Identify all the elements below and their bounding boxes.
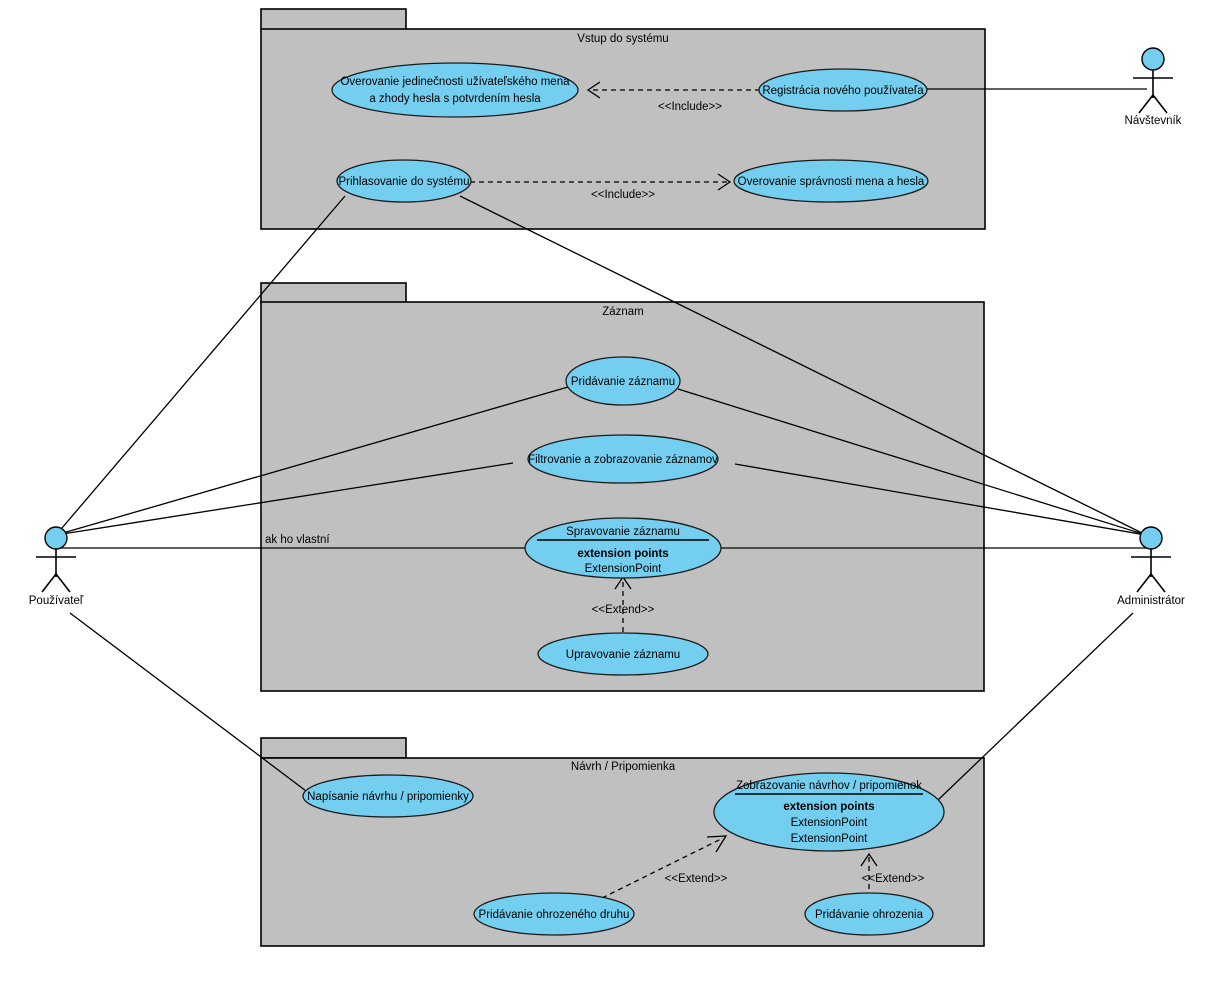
actor-leg-left	[1136, 573, 1152, 593]
actor-label: Návštevník	[1125, 115, 1182, 127]
usecase-label: Pridávanie ohrozeného druhu	[479, 909, 630, 921]
usecase-spravovanie-zaznamu[interactable]: Spravovanie záznamu extension points Ext…	[524, 517, 722, 579]
assoc-administrator-prihlasovanie	[459, 195, 1147, 536]
usecase-zobrazovanie-navrhov[interactable]: Zobrazovanie návrhov / pripomienok exten…	[713, 772, 945, 852]
actor-pouzivatel[interactable]: Používateľ	[29, 526, 84, 607]
usecase-label: Pridávanie záznamu	[571, 376, 675, 388]
usecase-ellipse	[336, 159, 472, 203]
actor-administrator[interactable]: Administrátor	[1117, 526, 1185, 607]
assoc-pouzivatel-pridavanie-zaznamu	[55, 386, 569, 536]
extension-points-header: extension points	[577, 548, 668, 560]
usecase-overovanie-spravnosti[interactable]: Overovanie správnosti mena a hesla	[733, 159, 929, 203]
usecase-label: Registrácia nového používateľa	[762, 85, 924, 97]
arrowhead-open	[586, 81, 601, 99]
dependency-include-registracia: <<Include>>	[586, 81, 760, 113]
assoc-administrator-filtrovanie	[734, 463, 1147, 536]
extend-label: <<Extend>>	[862, 873, 925, 885]
package-tab	[260, 8, 407, 31]
package-title: Vstup do systému	[577, 33, 668, 45]
actor-leg-right	[1150, 573, 1166, 593]
usecase-ellipse	[524, 517, 722, 579]
usecase-prihlasovanie-do-systemu[interactable]: Prihlasovanie do systému	[336, 159, 472, 203]
usecase-ellipse	[733, 159, 929, 203]
extension-point-2: ExtensionPoint	[791, 833, 869, 845]
assoc-pouzivatel-filtrovanie	[55, 462, 514, 536]
usecase-label: Zobrazovanie návrhov / pripomienok	[736, 780, 922, 792]
actor-label: Administrátor	[1117, 595, 1185, 607]
package-title: Záznam	[602, 306, 644, 318]
extension-point-1: ExtensionPoint	[791, 817, 869, 829]
usecase-label-line2: a zhody hesla s potvrdením hesla	[369, 93, 541, 105]
dependency-extend-ohrozeny-druh: <<Extend>>	[601, 835, 728, 899]
usecase-overovanie-jedinecnosti[interactable]: Overovanie jedinečnosti užívateľského me…	[331, 62, 579, 118]
extend-line	[601, 837, 724, 899]
actor-leg-left	[41, 573, 57, 593]
extend-label: <<Extend>>	[592, 604, 655, 616]
package-tab	[260, 737, 407, 759]
association-note-ak-ho-vlastni: ak ho vlastní	[265, 534, 330, 546]
usecase-napisanie-navrhu[interactable]: Napísanie návrhu / pripomienky	[302, 774, 474, 818]
extend-label: <<Extend>>	[665, 873, 728, 885]
assoc-pouzivatel-prihlasovanie	[55, 195, 346, 536]
actor-label: Používateľ	[29, 595, 84, 607]
usecase-label: Filtrovanie a zobrazovanie záznamov	[528, 454, 718, 466]
assoc-administrator-zobrazovanie	[937, 612, 1134, 801]
usecase-ellipse	[758, 68, 928, 112]
usecase-pridavanie-zaznamu[interactable]: Pridávanie záznamu	[565, 356, 681, 406]
usecase-label: Overovanie správnosti mena a hesla	[738, 176, 925, 188]
dependency-include-prihlasovanie: <<Include>>	[470, 173, 732, 201]
usecase-ellipse	[537, 632, 709, 676]
actor-navstevnik[interactable]: Návštevník	[1125, 47, 1182, 127]
actor-leg-right	[1152, 94, 1168, 114]
extension-points-header: extension points	[783, 801, 874, 813]
usecase-label: Upravovanie záznamu	[566, 649, 680, 661]
usecase-filtrovanie-zobrazovanie-zaznamov[interactable]: Filtrovanie a zobrazovanie záznamov	[527, 434, 719, 484]
usecase-label-line1: Overovanie jedinečnosti užívateľského me…	[340, 76, 570, 88]
usecase-ellipse	[473, 892, 635, 936]
include-label: <<Include>>	[591, 189, 655, 201]
usecase-ellipse	[331, 62, 579, 118]
actor-leg-right	[55, 573, 71, 593]
arrowhead-open	[706, 835, 728, 853]
actor-leg-left	[1138, 94, 1154, 114]
assoc-administrator-pridavanie-zaznamu	[677, 388, 1147, 536]
package-tab	[260, 282, 407, 304]
usecase-ellipse	[804, 892, 934, 936]
usecase-label: Pridávanie ohrozenia	[815, 909, 924, 921]
usecase-registracia-noveho-pouzivatela[interactable]: Registrácia nového používateľa	[758, 68, 928, 112]
usecase-ellipse	[527, 434, 719, 484]
usecase-pridavanie-ohrozeneho-druhu[interactable]: Pridávanie ohrozeného druhu	[473, 892, 635, 936]
usecase-upravovanie-zaznamu[interactable]: Upravovanie záznamu	[537, 632, 709, 676]
actor-head-icon	[44, 526, 68, 550]
actor-head-icon	[1141, 47, 1165, 71]
usecase-pridavanie-ohrozenia[interactable]: Pridávanie ohrozenia	[804, 892, 934, 936]
usecase-label: Prihlasovanie do systému	[338, 176, 469, 188]
usecase-label: Spravovanie záznamu	[566, 526, 680, 538]
usecase-ellipse	[565, 356, 681, 406]
include-label: <<Include>>	[658, 101, 722, 113]
usecase-label: Napísanie návrhu / pripomienky	[307, 791, 469, 803]
extension-point-1: ExtensionPoint	[585, 563, 663, 575]
assoc-pouzivatel-napisanie-navrhu	[69, 612, 319, 801]
association-lines	[55, 88, 1147, 801]
dependency-extend-ohrozenie: <<Extend>>	[860, 852, 925, 898]
arrowhead-open	[717, 173, 732, 191]
usecase-ellipse	[713, 772, 945, 852]
package-title: Návrh / Pripomienka	[571, 761, 676, 773]
actor-head-icon	[1139, 526, 1163, 550]
arrowhead-open	[860, 852, 878, 867]
usecase-ellipse	[302, 774, 474, 818]
